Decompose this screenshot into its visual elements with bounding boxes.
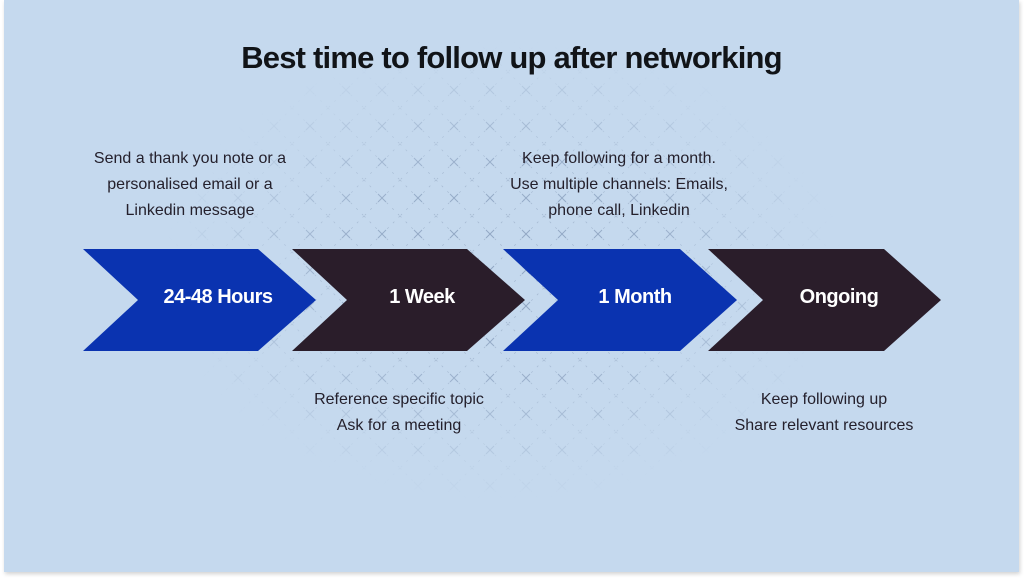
chevron-step-4 [708, 249, 941, 351]
step-4-note-line: Share relevant resources [734, 417, 914, 434]
infographic-card: Best time to follow up after networking … [4, 0, 1019, 572]
step-3-note-line: Keep following for a month. [522, 150, 716, 167]
step-4-label: Ongoing [799, 286, 879, 308]
chevron-step-2 [292, 249, 525, 351]
chevron-step-1 [83, 249, 316, 351]
step-2-note-line: Ask for a meeting [336, 417, 462, 434]
step-2-note: Reference specific topic Ask for a meeti… [279, 387, 519, 439]
step-2-note-line: Reference specific topic [314, 391, 484, 408]
step-1-note-line: personalised email or a [107, 176, 273, 193]
step-4-note-line: Keep following up [760, 391, 888, 408]
step-4-note: Keep following up Share relevant resourc… [704, 387, 944, 439]
step-3-label: 1 Month [598, 286, 672, 308]
chevron-step-3 [503, 249, 737, 351]
page-title: Best time to follow up after networking [241, 40, 782, 75]
step-3-note: Keep following for a month. Use multiple… [484, 146, 754, 224]
step-1-note-line: Send a thank you note or a [93, 150, 287, 167]
timeline-chevrons [83, 249, 941, 351]
step-3-note-line: Use multiple channels: Emails, [510, 176, 728, 193]
step-3-note-line: phone call, Linkedin [548, 202, 690, 219]
step-1-label: 24-48 Hours [163, 286, 274, 308]
step-1-note-line: Linkedin message [125, 202, 255, 219]
step-2-label: 1 Week [389, 286, 455, 308]
step-1-note: Send a thank you note or a personalised … [60, 146, 320, 224]
